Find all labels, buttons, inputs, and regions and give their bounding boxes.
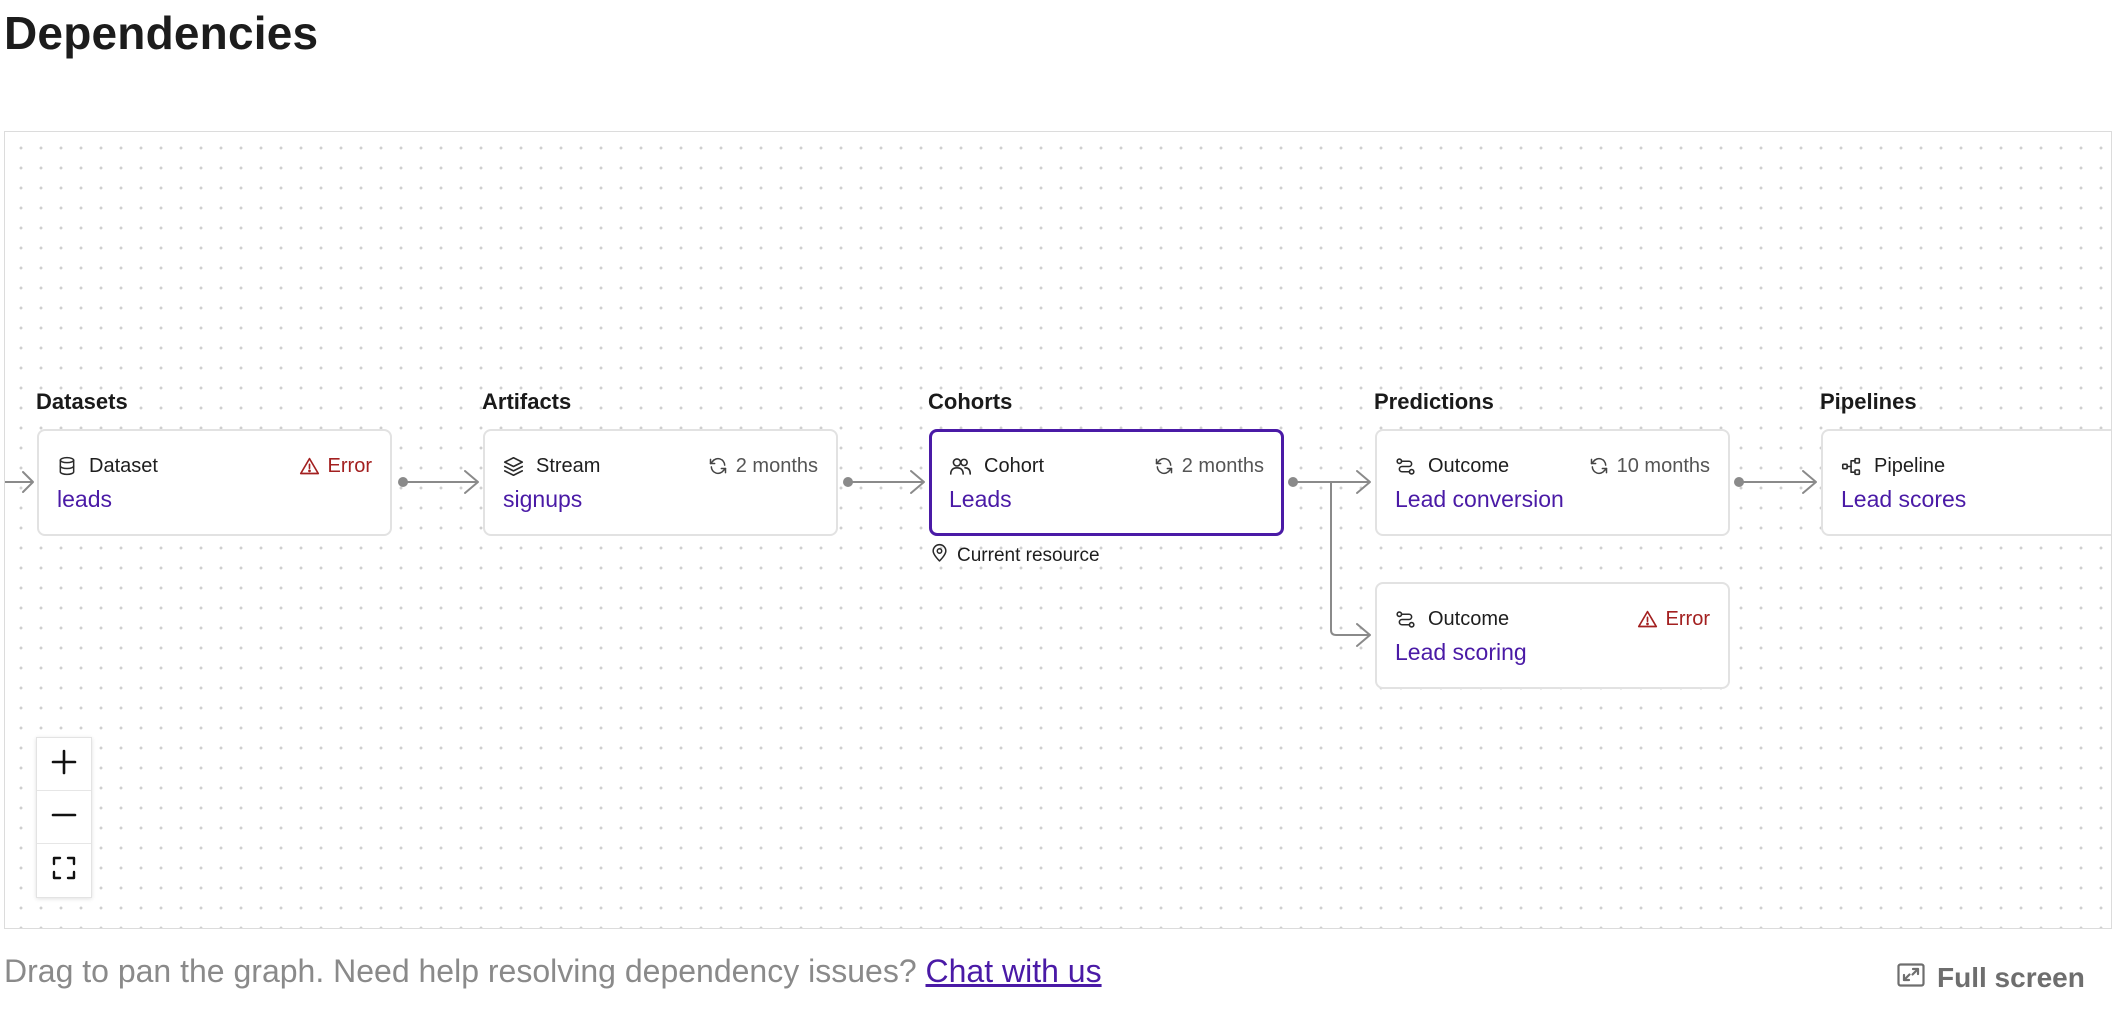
node-name-link[interactable]: Lead scores [1841,486,1967,512]
node-status: 2 months [1154,455,1264,478]
chat-with-us-link[interactable]: Chat with us [925,953,1102,989]
users-icon [949,456,972,476]
current-resource-label: Current resource [957,545,1100,566]
column-header-datasets: Datasets [36,389,128,414]
node-status-label: Error [1665,607,1710,630]
node-type-label: Dataset [89,454,158,477]
node-name-link[interactable]: signups [503,486,583,512]
node-status-label: 2 months [735,454,818,477]
edge-cohort-to-outcome-conversion [1292,470,1371,494]
database-icon [57,456,77,476]
column-header-artifacts: Artifacts [482,389,572,414]
node-name-link[interactable]: leads [57,486,112,512]
warning-icon [1637,609,1658,630]
column-header-predictions: Predictions [1374,389,1494,414]
node-pipeline-lead-scores[interactable]: Pipeline 18 Lead scores [1821,429,2111,536]
layers-icon [503,456,524,477]
node-type-label: Outcome [1428,607,1510,630]
dependency-graph-canvas[interactable]: Datasets Artifacts Cohorts Predictions P… [4,131,2112,929]
edge-source-dot [843,477,853,487]
node-name-link[interactable]: Lead conversion [1395,486,1564,512]
refresh-icon [1154,456,1174,476]
full-screen-button[interactable]: Full screen [1897,962,2085,994]
node-status-label: Error [327,454,372,477]
node-type-label: Stream [536,454,601,477]
node-stream-signups[interactable]: Stream 2 months signups [483,429,838,536]
footer-hint-text: Drag to pan the graph. Need help resolvi… [4,953,926,989]
fit-view-button[interactable] [37,844,91,897]
column-header-pipelines: Pipelines [1820,389,1917,414]
node-status: Error [1637,608,1710,631]
workflow-icon [1841,456,1862,477]
node-type-label: Cohort [984,454,1045,477]
zoom-controls [36,737,92,898]
edge-stream-to-cohort [847,470,925,494]
edge-cohort-to-outcome-scoring [1330,481,1371,647]
fit-view-icon [52,856,76,885]
route-icon [1395,609,1416,630]
edge-dataset-to-stream [402,470,479,494]
full-screen-label: Full screen [1937,962,2085,993]
expand-icon [1897,962,1925,994]
node-name-link[interactable]: Leads [949,486,1012,512]
refresh-icon [708,456,728,476]
node-type-label: Outcome [1428,454,1510,477]
node-name-link[interactable]: Lead scoring [1395,639,1527,665]
node-outcome-lead-conversion[interactable]: Outcome 10 months Lead conversion [1375,429,1730,536]
node-status-label: 10 months [1616,454,1710,477]
edge-source-dot [1734,477,1744,487]
column-header-cohorts: Cohorts [928,389,1013,414]
plus-icon [51,749,77,780]
node-dataset-leads[interactable]: Dataset Error leads [37,429,392,536]
node-type-label: Pipeline [1874,454,1946,477]
refresh-icon [1589,456,1609,476]
node-status: 10 months [1589,455,1710,478]
warning-icon [299,456,320,477]
node-status: 2 months [708,455,818,478]
zoom-out-button[interactable] [37,791,91,844]
edge-outcome-to-pipeline [1738,470,1817,494]
node-outcome-lead-scoring[interactable]: Outcome Error Lead scoring [1375,582,1730,689]
footer-hint: Drag to pan the graph. Need help resolvi… [4,953,1102,990]
node-status: Error [299,455,372,478]
minus-icon [51,802,77,833]
location-pin-icon [930,543,949,569]
node-cohort-leads[interactable]: Cohort 2 months Leads [929,429,1284,536]
route-icon [1395,456,1416,477]
edge-source-dot [398,477,408,487]
edge-source-dot [1288,477,1298,487]
page-title: Dependencies [4,7,319,59]
zoom-in-button[interactable] [37,738,91,791]
node-status-label: 2 months [1181,454,1264,477]
current-resource-indicator: Current resource [930,543,1100,569]
edge-incoming-dataset [5,471,34,493]
